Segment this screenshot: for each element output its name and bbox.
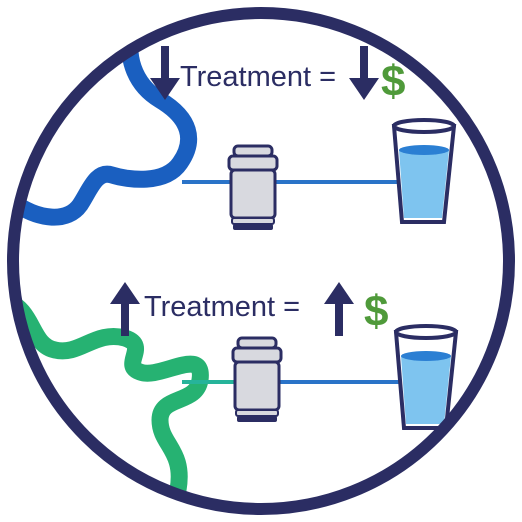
water-glass-icon (391, 118, 457, 224)
bottom-treatment-label: Treatment = (144, 291, 300, 323)
water-filter-icon (227, 144, 279, 230)
top-treatment-label: Treatment = (180, 61, 336, 93)
dollar-icon: $ (364, 287, 388, 336)
down-arrow-icon (349, 46, 379, 100)
diagram-background (13, 13, 509, 509)
dollar-icon: $ (381, 57, 405, 106)
up-arrow-icon (324, 282, 354, 336)
down-arrow-icon (150, 46, 180, 100)
clean-river (13, 13, 198, 226)
water-glass-icon (393, 324, 459, 430)
water-filter-icon (231, 336, 283, 422)
up-arrow-icon (110, 282, 140, 336)
outer-ring (7, 7, 515, 515)
top-treatment-equation: Treatment = $ (150, 46, 405, 106)
bottom-treatment-equation: Treatment = $ (110, 282, 388, 336)
polluted-river (13, 291, 209, 509)
